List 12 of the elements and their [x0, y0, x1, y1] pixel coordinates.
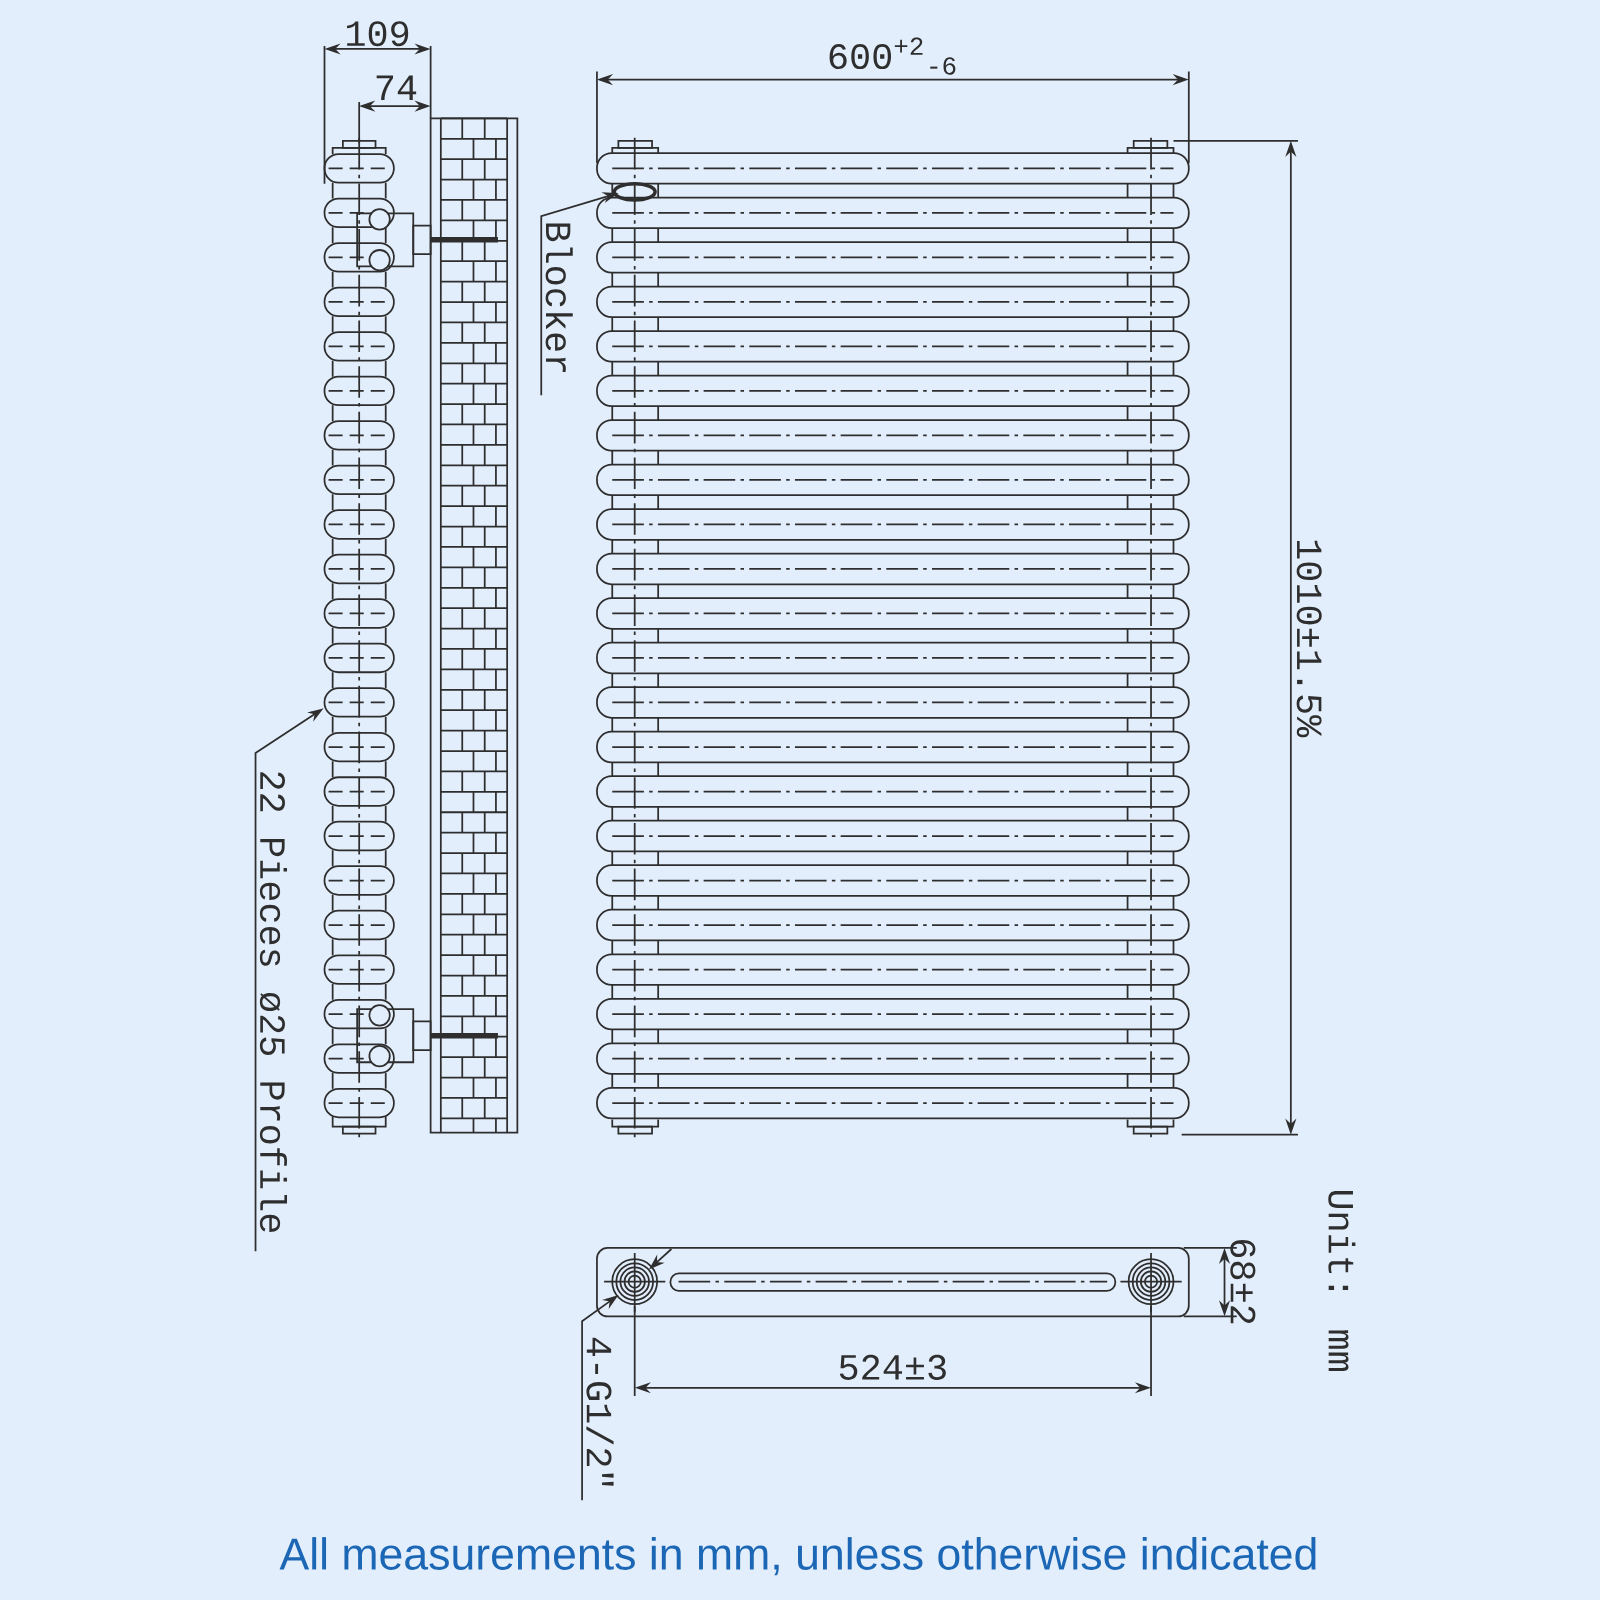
- radiator-top-view-drawing: [596, 1247, 1190, 1318]
- dimension-label: 68±2: [1230, 1240, 1256, 1324]
- part-label: 22 Pieces ø25 Profile: [259, 772, 287, 1232]
- dimension-label: 109: [347, 21, 409, 47]
- part-label: 4-G1/2": [586, 1337, 614, 1486]
- dimension-label: Unit: mm: [1328, 1190, 1356, 1371]
- dimension-label: 524±3: [839, 1354, 946, 1380]
- part-label: Blocker: [545, 223, 573, 373]
- dimension-label: 1010±1.5%: [1296, 540, 1322, 738]
- dimension-label: 74: [376, 75, 417, 100]
- caption: All measurements in mm, unless otherwise indicated: [279, 1537, 1316, 1576]
- dimension-label: 600$^{+2}$-6: [829, 37, 956, 75]
